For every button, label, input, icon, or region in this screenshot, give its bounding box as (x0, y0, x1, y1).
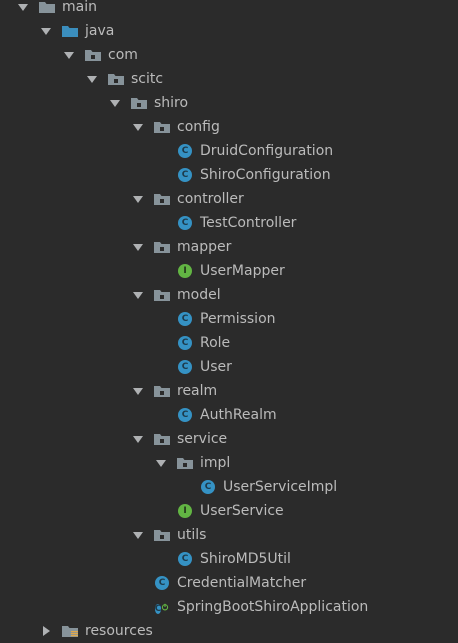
tree-row[interactable]: C ShiroMD5Util (0, 547, 458, 571)
chevron-down-icon[interactable] (131, 235, 145, 259)
tree-row[interactable]: C Permission (0, 307, 458, 331)
tree-item-label: DruidConfiguration (200, 143, 334, 159)
class-icon: C (176, 142, 194, 160)
chevron-down-icon[interactable] (131, 523, 145, 547)
class-icon: C (176, 406, 194, 424)
tree-item-label: AuthRealm (200, 407, 277, 423)
tree-item-label: ShiroConfiguration (200, 167, 331, 183)
chevron-down-icon[interactable] (16, 0, 30, 19)
tree-row[interactable]: C DruidConfiguration (0, 139, 458, 163)
class-icon: C (176, 214, 194, 232)
tree-item-label: config (177, 119, 220, 135)
tree-item-label: Permission (200, 311, 276, 327)
tree-row[interactable]: C UserServiceImpl (0, 475, 458, 499)
tree-row[interactable]: main (0, 0, 458, 19)
tree-item-label: scitc (131, 71, 164, 87)
tree-row[interactable]: C SpringBootShiroApplication (0, 595, 458, 619)
tree-row[interactable]: service (0, 427, 458, 451)
tree-row[interactable]: java (0, 19, 458, 43)
tree-item-label: UserServiceImpl (223, 479, 338, 495)
package-icon (84, 46, 102, 64)
chevron-right-icon[interactable] (39, 619, 53, 643)
class-icon: C (176, 550, 194, 568)
tree-row[interactable]: mapper (0, 235, 458, 259)
tree-row[interactable]: C User (0, 355, 458, 379)
tree-row[interactable]: config (0, 115, 458, 139)
tree-row[interactable]: shiro (0, 91, 458, 115)
tree-item-label: UserService (200, 503, 284, 519)
class-icon: C (176, 166, 194, 184)
tree-item-label: model (177, 287, 221, 303)
class-icon: C (176, 310, 194, 328)
tree-item-label: com (108, 47, 138, 63)
interface-icon: I (176, 502, 194, 520)
tree-item-label: Role (200, 335, 231, 351)
chevron-down-icon[interactable] (131, 115, 145, 139)
tree-item-label: realm (177, 383, 218, 399)
class-icon: C (176, 334, 194, 352)
tree-row[interactable]: com (0, 43, 458, 67)
tree-item-label: service (177, 431, 228, 447)
package-icon (107, 70, 125, 88)
package-icon (153, 430, 171, 448)
tree-row[interactable]: C TestController (0, 211, 458, 235)
class-icon: C (153, 574, 171, 592)
tree-item-label: mapper (177, 239, 232, 255)
chevron-down-icon[interactable] (108, 91, 122, 115)
tree-row[interactable]: C AuthRealm (0, 403, 458, 427)
tree-item-label: SpringBootShiroApplication (177, 599, 369, 615)
source-folder-icon (61, 22, 79, 40)
package-icon (153, 190, 171, 208)
package-icon (153, 526, 171, 544)
tree-row[interactable]: realm (0, 379, 458, 403)
package-icon (153, 118, 171, 136)
class-icon: C (176, 358, 194, 376)
chevron-down-icon[interactable] (39, 19, 53, 43)
folder-icon (38, 0, 56, 16)
package-icon (130, 94, 148, 112)
tree-item-label: impl (200, 455, 231, 471)
tree-item-label: User (200, 359, 232, 375)
tree-row[interactable]: C ShiroConfiguration (0, 163, 458, 187)
tree-item-label: ShiroMD5Util (200, 551, 291, 567)
tree-item-label: controller (177, 191, 244, 207)
tree-item-label: resources (85, 623, 153, 639)
tree-row[interactable]: impl (0, 451, 458, 475)
tree-row[interactable]: I UserService (0, 499, 458, 523)
chevron-down-icon[interactable] (154, 451, 168, 475)
spring-boot-app-icon: C (153, 598, 171, 616)
tree-row[interactable]: controller (0, 187, 458, 211)
tree-item-label: CredentialMatcher (177, 575, 307, 591)
tree-item-label: utils (177, 527, 207, 543)
tree-row[interactable]: utils (0, 523, 458, 547)
resources-folder-icon (61, 622, 79, 640)
tree-row[interactable]: resources (0, 619, 458, 643)
chevron-down-icon[interactable] (62, 43, 76, 67)
tree-row[interactable]: C CredentialMatcher (0, 571, 458, 595)
class-icon: C (199, 478, 217, 496)
tree-item-label: TestController (200, 215, 297, 231)
tree-row[interactable]: model (0, 283, 458, 307)
chevron-down-icon[interactable] (131, 283, 145, 307)
tree-row[interactable]: C Role (0, 331, 458, 355)
tree-row[interactable]: I UserMapper (0, 259, 458, 283)
package-icon (153, 286, 171, 304)
tree-item-label: main (62, 0, 97, 15)
package-icon (176, 454, 194, 472)
tree-item-label: shiro (154, 95, 189, 111)
tree-item-label: java (85, 23, 115, 39)
chevron-down-icon[interactable] (131, 427, 145, 451)
chevron-down-icon[interactable] (131, 187, 145, 211)
tree-row[interactable]: scitc (0, 67, 458, 91)
package-icon (153, 382, 171, 400)
chevron-down-icon[interactable] (131, 379, 145, 403)
chevron-down-icon[interactable] (85, 67, 99, 91)
interface-icon: I (176, 262, 194, 280)
package-icon (153, 238, 171, 256)
power-icon (161, 599, 169, 615)
tree-item-label: UserMapper (200, 263, 285, 279)
